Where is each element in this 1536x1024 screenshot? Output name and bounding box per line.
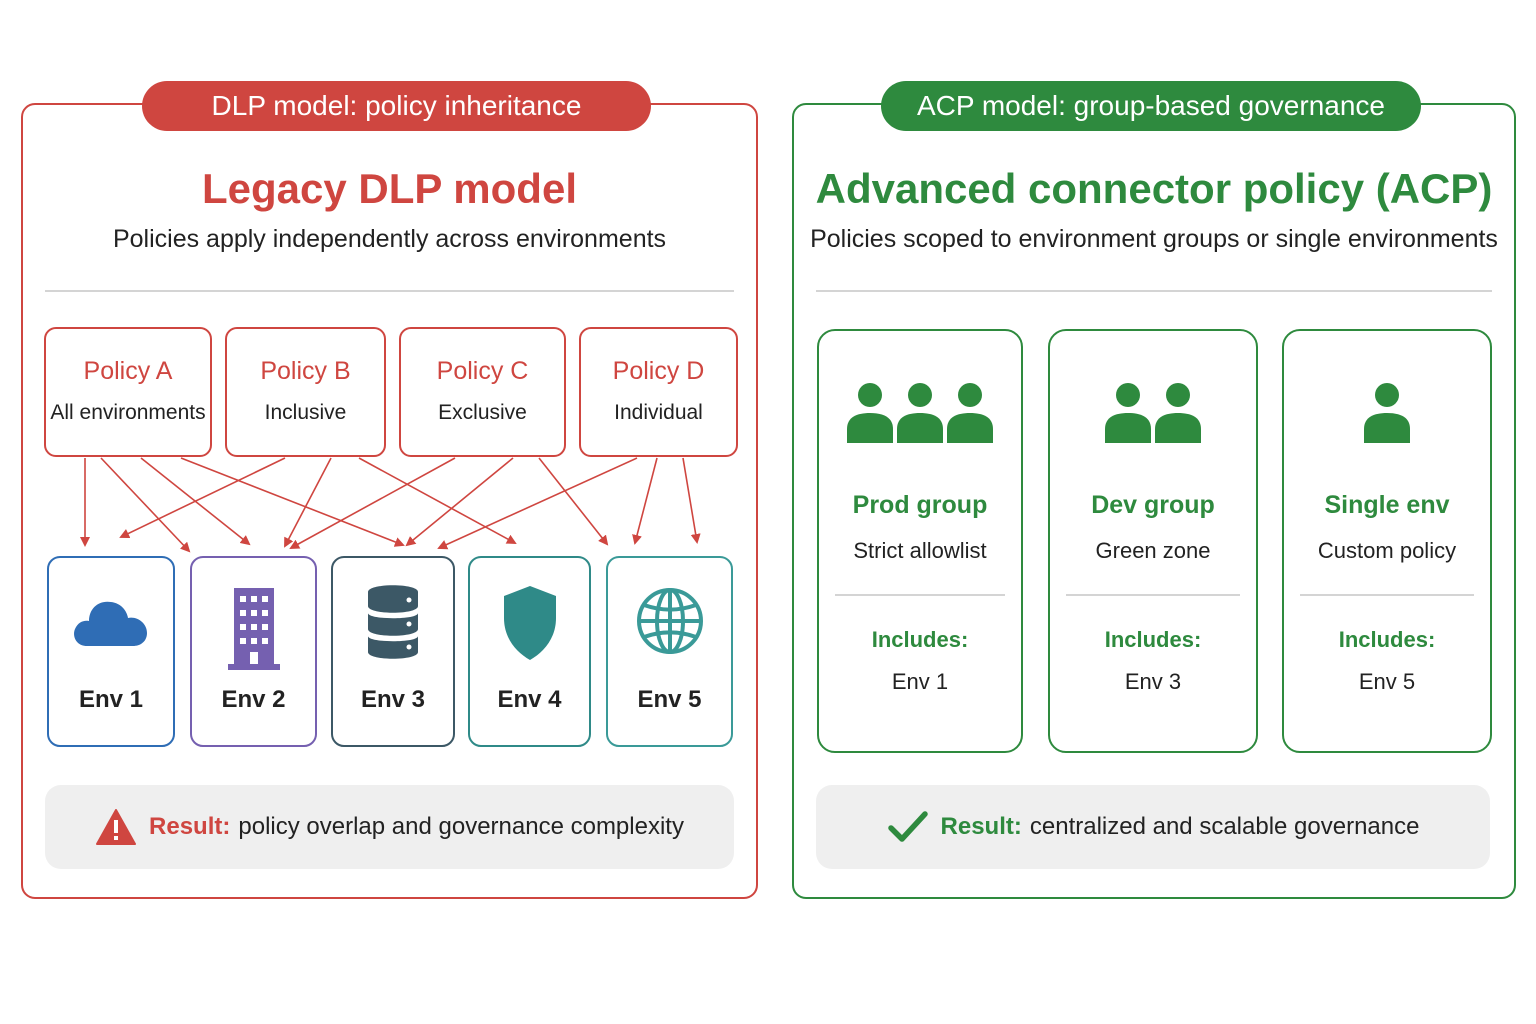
divider — [1300, 594, 1474, 596]
single-env-card: Single env Custom policy Includes: Env 5 — [1282, 329, 1492, 753]
includes-env: Env 1 — [891, 669, 949, 694]
env-1-card: Env 1 — [47, 556, 175, 747]
arrow — [437, 457, 638, 550]
globe-icon — [636, 588, 703, 654]
acp-subtitle: Policies scoped to environment groups or… — [810, 225, 1498, 253]
policy-name: Policy D — [612, 357, 705, 385]
includes-label: Includes: — [1338, 627, 1436, 652]
single-user-icon — [1364, 383, 1410, 443]
includes-env: Env 5 — [1358, 669, 1416, 694]
arrow — [538, 457, 609, 546]
env-3-card: Env 3 — [331, 556, 455, 747]
env-label: Env 1 — [78, 686, 144, 713]
warning-icon — [96, 809, 137, 845]
building-icon — [227, 588, 280, 670]
env-4-card: Env 4 — [468, 556, 591, 747]
legacy-dlp-subtitle: Policies apply independently across envi… — [112, 225, 667, 253]
policy-name: Policy A — [83, 357, 173, 385]
policy-d-card: Policy D Individual — [579, 327, 738, 457]
two-users-icon — [1105, 383, 1201, 443]
policy-a-card: Policy A All environments — [44, 327, 212, 457]
checkmark-icon — [887, 811, 928, 842]
arrow — [180, 457, 405, 547]
env-2-card: Env 2 — [190, 556, 317, 747]
group-description: Green zone — [1095, 538, 1211, 563]
acp-panel: ACP model: group-based governance Advanc… — [792, 81, 1516, 899]
acp-model-badge: ACP model: group-based governance — [881, 81, 1421, 131]
result-text: centralized and scalable governance — [1029, 813, 1420, 840]
dlp-model-badge: DLP model: policy inheritance — [142, 81, 651, 131]
dev-group-card: Dev group Green zone Includes: Env 3 — [1048, 329, 1258, 753]
arrow — [632, 457, 658, 545]
includes-label: Includes: — [1104, 627, 1202, 652]
divider — [45, 290, 734, 292]
env-label: Env 4 — [497, 686, 562, 713]
result-text: policy overlap and governance complexity — [238, 813, 684, 840]
policy-scope: Exclusive — [438, 401, 527, 424]
arrow — [119, 457, 286, 539]
dlp-result-bar: Result: policy overlap and governance co… — [45, 785, 734, 869]
policy-b-card: Policy B Inclusive — [225, 327, 386, 457]
includes-label: Includes: — [871, 627, 969, 652]
cloud-icon — [74, 601, 147, 646]
policy-name: Policy C — [436, 357, 529, 385]
env-label: Env 2 — [221, 686, 286, 713]
arrow — [289, 457, 456, 549]
env-label: Env 5 — [637, 686, 702, 713]
database-icon — [368, 585, 418, 659]
acp-title: Advanced connector policy (ACP) — [815, 165, 1493, 212]
policy-scope: Individual — [614, 401, 703, 424]
prod-group-card: Prod group Strict allowlist Includes: En… — [817, 329, 1023, 753]
acp-result-bar: Result: centralized and scalable governa… — [816, 785, 1490, 869]
includes-env: Env 3 — [1124, 669, 1182, 694]
divider — [835, 594, 1005, 596]
policy-name: Policy B — [260, 357, 351, 385]
arrow — [100, 457, 191, 553]
policy-c-card: Policy C Exclusive — [399, 327, 566, 457]
group-name: Single env — [1324, 491, 1450, 519]
policy-scope: Inclusive — [264, 401, 347, 424]
arrow — [682, 457, 701, 544]
group-name: Dev group — [1091, 491, 1215, 519]
env-label: Env 3 — [360, 686, 426, 713]
arrow — [358, 457, 517, 544]
result-label: Result: — [149, 813, 231, 840]
result-label: Result: — [940, 813, 1022, 840]
shield-icon — [503, 586, 556, 660]
group-description: Custom policy — [1317, 538, 1457, 563]
env-5-card: Env 5 — [606, 556, 733, 747]
policy-scope: All environments — [50, 401, 206, 424]
group-name: Prod group — [852, 491, 988, 519]
divider — [816, 290, 1492, 292]
arrow — [284, 457, 332, 548]
legacy-dlp-panel: DLP model: policy inheritance Legacy DLP… — [21, 81, 758, 899]
three-users-icon — [847, 383, 993, 443]
divider — [1066, 594, 1240, 596]
policy-arrows — [80, 457, 701, 553]
group-description: Strict allowlist — [853, 538, 987, 563]
arrow — [405, 457, 514, 547]
legacy-dlp-title: Legacy DLP model — [201, 165, 577, 212]
